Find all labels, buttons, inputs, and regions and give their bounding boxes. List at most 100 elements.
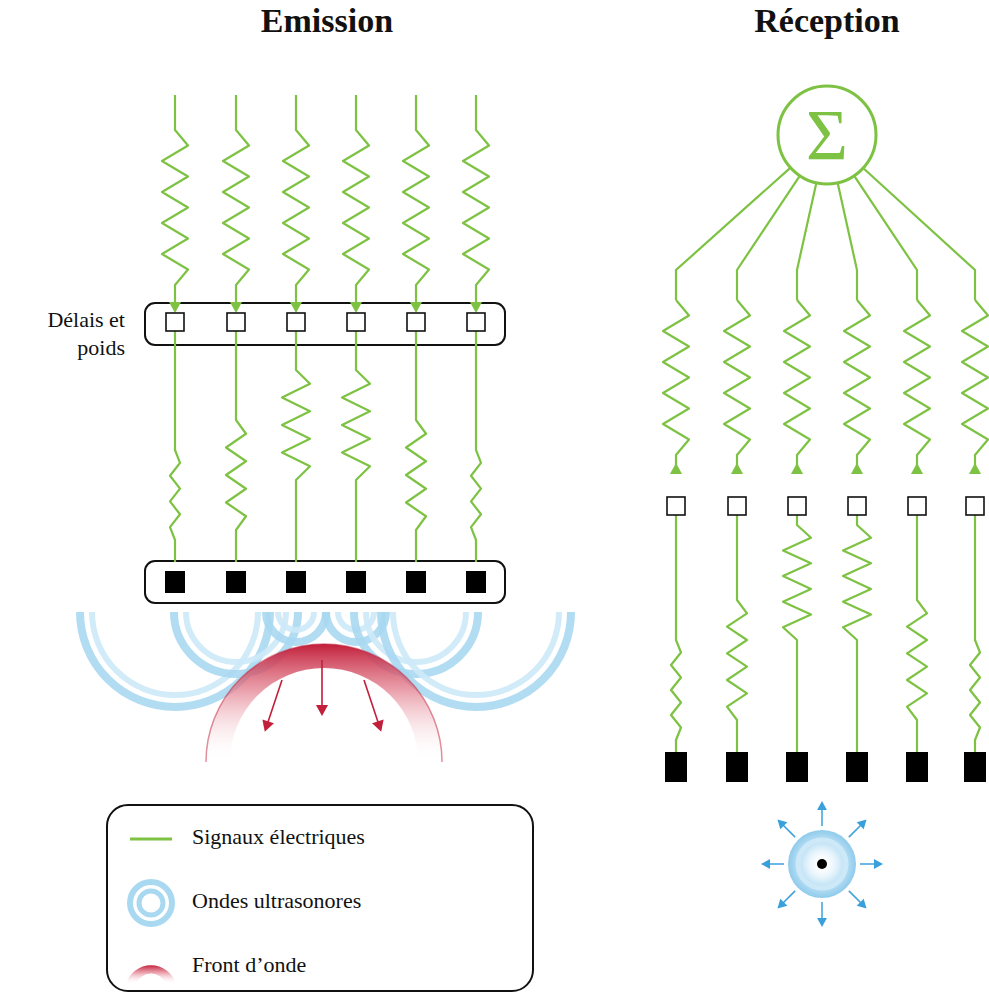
delay-element (287, 313, 305, 331)
sum-circle: Σ (775, 83, 879, 187)
signal-wire (671, 515, 681, 752)
signal-wire (282, 331, 310, 562)
transducer-bank (145, 561, 505, 603)
signal-arrowhead (230, 302, 242, 313)
delay-element (848, 497, 866, 515)
sum-wire (676, 168, 790, 300)
echo-wave (798, 840, 846, 888)
transducer-element (226, 571, 246, 593)
legend-text: Ondes ultrasonores (192, 888, 361, 914)
signal-wire (223, 95, 249, 306)
section-title: Réception (754, 2, 899, 40)
signal-wire (226, 331, 246, 562)
sum-wire (797, 184, 816, 300)
delay-element (667, 497, 685, 515)
delay-element (407, 313, 425, 331)
wave-ring (130, 882, 172, 924)
signal-wire (162, 95, 188, 306)
echo-arrowhead (874, 859, 883, 869)
signal-arrowhead (350, 302, 362, 313)
signal-arrowhead (410, 302, 422, 313)
propagation-arrow (321, 660, 323, 712)
delay-element (966, 497, 984, 515)
signal-arrowhead (290, 302, 302, 313)
echo-arrowhead (857, 899, 867, 909)
delay-element (728, 497, 746, 515)
delay-element (227, 313, 245, 331)
transducer-element (406, 571, 426, 593)
section-title: Emission (261, 2, 393, 40)
echo-arrowhead (761, 859, 770, 869)
transducer-element (165, 571, 185, 593)
propagation-arrow (266, 680, 282, 728)
propagation-arrowhead (262, 719, 274, 731)
propagation-arrowhead (316, 705, 328, 716)
echo-arrowhead (817, 801, 827, 810)
echo-arrowhead (777, 819, 787, 829)
delay-bank (145, 303, 505, 345)
ultrasound-wave (393, 612, 559, 695)
transducer-element (786, 752, 808, 782)
delay-element (166, 313, 184, 331)
signal-arrowhead (470, 302, 482, 313)
echo-arrowhead (857, 819, 867, 829)
signal-arrowhead (670, 463, 682, 474)
signal-wire (170, 331, 180, 562)
front-sample (126, 965, 176, 984)
legend-text: Signaux électriques (192, 824, 365, 850)
delay-element (347, 313, 365, 331)
sum-wire (864, 169, 975, 300)
signal-wire (970, 515, 980, 752)
signal-wire (471, 331, 481, 562)
signal-wire (907, 515, 927, 752)
signal-wire (463, 95, 489, 306)
wave-ring (139, 891, 163, 915)
signal-wire (342, 331, 370, 562)
point-scatterer (817, 859, 827, 869)
sum-symbol: Σ (775, 83, 879, 187)
transducer-element (466, 571, 486, 593)
echo-wave (788, 830, 856, 898)
signal-wire (283, 95, 309, 306)
signal-arrowhead (791, 463, 803, 474)
legend-text: Front d’onde (192, 952, 306, 978)
transducer-element (964, 752, 986, 782)
signal-wire (843, 515, 871, 752)
signal-wire (727, 515, 747, 752)
signal-arrowhead (731, 463, 743, 474)
front-sample (118, 938, 182, 988)
signal-arrowhead (851, 463, 863, 474)
sum-wire (838, 184, 857, 300)
echo-arrowhead (777, 899, 787, 909)
wave-sample (118, 878, 182, 928)
ultrasound-wave (278, 612, 314, 630)
signal-wire (904, 300, 930, 470)
signal-wire (783, 515, 811, 752)
reception-array (663, 168, 988, 927)
signal-arrowhead (169, 302, 181, 313)
transducer-element (906, 752, 928, 782)
transducer-element (346, 571, 366, 593)
ultrasound-wave (266, 612, 326, 642)
signal-wire (724, 300, 750, 470)
sum-wire (855, 177, 917, 300)
delay-label: Délais et poids (5, 306, 125, 362)
legend-box: Signaux électriquesOndes ultrasonoresFro… (106, 804, 534, 992)
propagation-arrowhead (372, 719, 384, 731)
signal-wire (844, 300, 870, 470)
signal-wire (406, 331, 426, 562)
wave-front (206, 644, 442, 762)
signal-wire (962, 300, 988, 470)
signal-wire (784, 300, 810, 470)
signal-arrowhead (911, 463, 923, 474)
transducer-element (286, 571, 306, 593)
signal-arrowhead (969, 463, 981, 474)
signal-wire (663, 300, 689, 470)
signal-wire (403, 95, 429, 306)
emission-array (80, 95, 571, 762)
propagation-arrow (364, 680, 380, 728)
signal-wire (343, 95, 369, 306)
transducer-element (726, 752, 748, 782)
wave-front-edge (206, 644, 442, 762)
echo-arrowhead (817, 918, 827, 927)
